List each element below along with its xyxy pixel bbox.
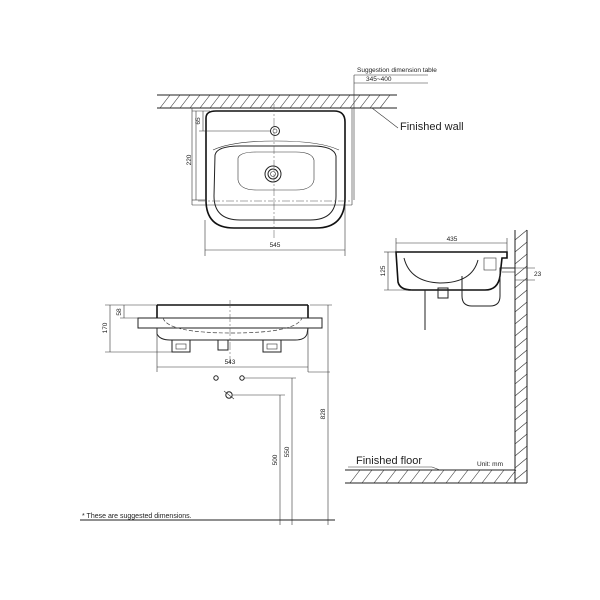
top-drain <box>264 165 282 183</box>
top-width-dim: 545 <box>204 202 346 256</box>
front-width-dim: 543 <box>156 328 309 372</box>
dim-height-550: 550 <box>284 446 291 457</box>
unit-label: Unit: mm <box>477 461 503 468</box>
side-wall <box>514 229 528 483</box>
pipe-height-diagram: 500 550 828 * These are suggested dimens… <box>80 304 335 525</box>
front-height-dims: 170 58 <box>102 304 172 353</box>
dim-top-width: 545 <box>270 242 281 249</box>
side-overflow-dim: 23 <box>515 267 542 281</box>
dim-side-width: 435 <box>447 236 458 243</box>
suggested-dimensions-note: * These are suggested dimensions. <box>82 513 192 520</box>
side-view: 435 125 23 Finished floor Unit: mm <box>345 229 542 484</box>
side-floor <box>345 469 527 484</box>
side-width-dim: 435 <box>395 236 508 252</box>
finished-wall-callout: Finished wall <box>371 107 464 133</box>
dim-front-rim: 58 <box>116 308 123 316</box>
finished-floor-label: Finished floor <box>356 455 422 467</box>
side-trap <box>461 267 515 307</box>
finished-wall-label: Finished wall <box>400 121 464 133</box>
dim-top-depth: 220 <box>186 154 193 165</box>
supply-point-left <box>213 375 219 381</box>
top-basin-bowl <box>213 145 337 221</box>
top-view: 220 65 545 Finished wall Suggestion dime… <box>157 67 464 256</box>
suggestion-table: Suggestion dimension table 345~400 <box>353 67 437 200</box>
dim-height-828: 828 <box>320 408 327 419</box>
front-view: 170 58 543 <box>102 300 323 372</box>
dim-front-height: 170 <box>102 322 109 333</box>
top-basin-outline <box>205 110 346 229</box>
dim-top-tap: 65 <box>195 117 202 125</box>
supply-point-right <box>239 375 245 381</box>
top-wall-band <box>157 94 397 206</box>
top-depth-dims: 220 65 <box>186 110 270 201</box>
faucet-hole <box>270 126 280 136</box>
dim-side-height: 125 <box>380 265 387 276</box>
dim-side-overflow: 23 <box>534 271 542 278</box>
drain-point <box>225 391 233 399</box>
suggestion-range: 345~400 <box>366 76 392 83</box>
dim-front-width: 543 <box>225 359 236 366</box>
dim-height-500: 500 <box>272 454 279 465</box>
finished-floor-callout: Finished floor <box>348 455 441 471</box>
side-height-dim: 125 <box>380 251 412 291</box>
suggestion-title: Suggestion dimension table <box>357 67 437 74</box>
